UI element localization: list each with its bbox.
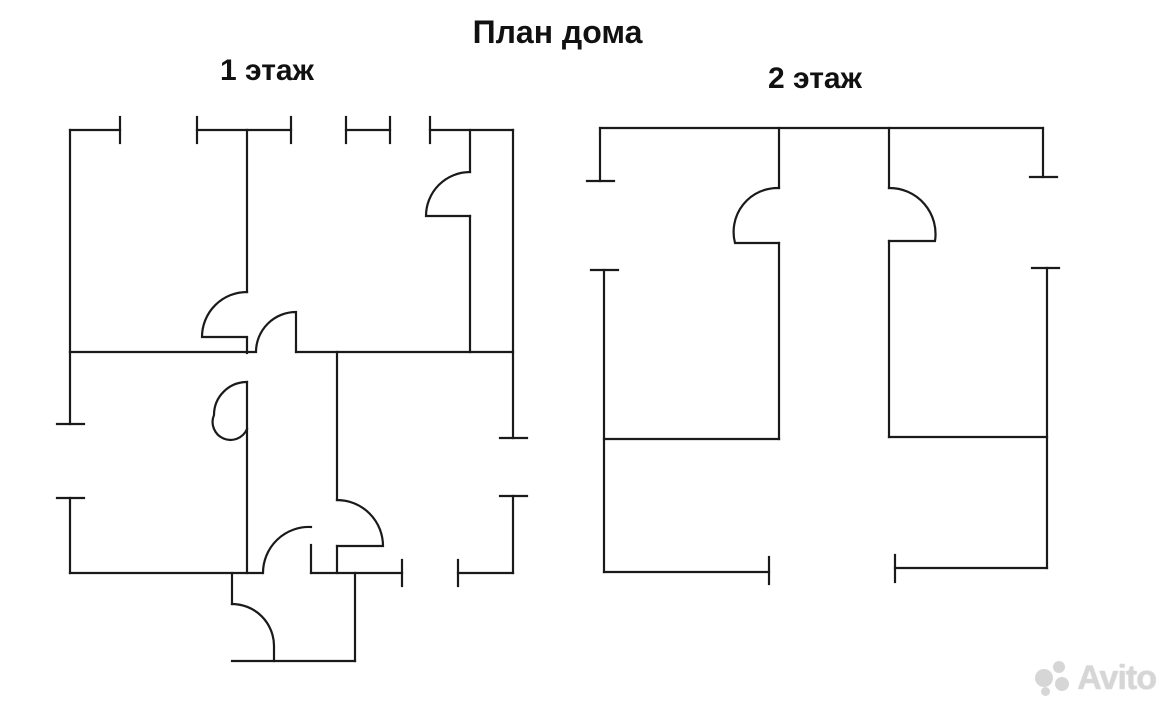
door-swing [424,170,472,218]
floor-1-plan [55,115,529,663]
door-swing [732,186,781,245]
floor-1-label: 1 этаж [220,54,314,87]
page-title: План дома [472,14,643,50]
door-swing [261,525,313,575]
door-swing [245,310,298,354]
floor-2-plan [585,126,1061,586]
avito-logo-icon [1035,660,1075,697]
floor-2-label: 2 этаж [768,62,862,95]
avito-watermark: Avito [1035,659,1157,698]
door-swing [887,186,937,243]
door-swing [230,602,276,663]
door-swing [335,498,385,548]
door-swing [200,290,249,339]
watermark-text: Avito [1077,659,1157,697]
door-swing [211,380,249,442]
